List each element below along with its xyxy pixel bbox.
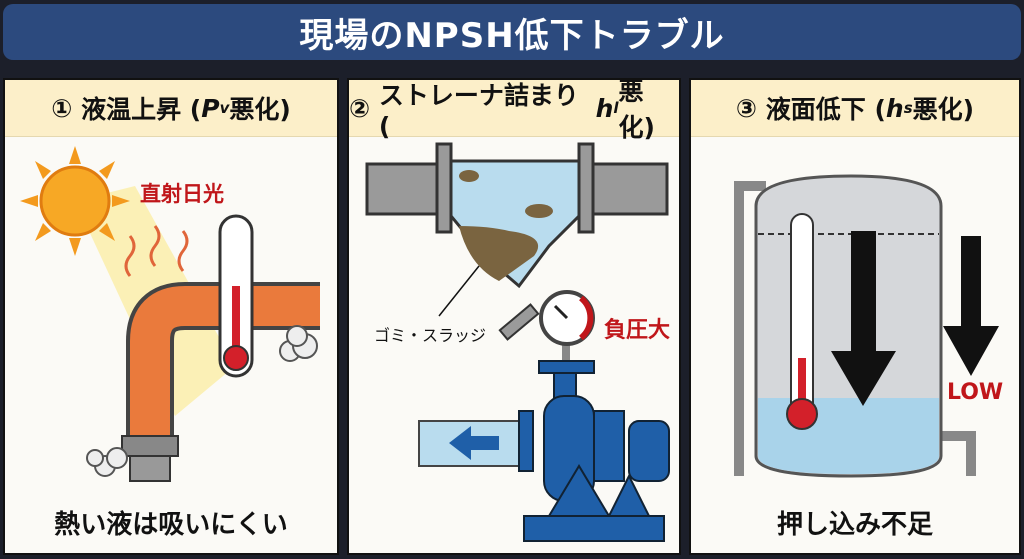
- strainer: [365, 142, 669, 341]
- strainer-pump-illustration: [365, 142, 670, 542]
- flow-arrow-icon: [449, 426, 499, 460]
- level-down-arrow-icon: [831, 231, 896, 406]
- negative-pressure-label: 負圧大: [604, 318, 671, 343]
- sun-icon: [20, 146, 130, 256]
- symbol: P: [201, 93, 220, 123]
- heat-waves: [124, 225, 189, 277]
- pump-icon: [418, 360, 670, 542]
- panel-number: ①: [51, 93, 73, 123]
- panel-caption: 押し込み不足: [776, 510, 933, 540]
- heading-text: ストレーナ詰まり (: [378, 80, 579, 141]
- sunlight-label: 直射日光: [140, 182, 224, 206]
- heading-tail: 悪化): [912, 95, 975, 124]
- outlet-pipe: [941, 431, 976, 476]
- pipe-flange: [121, 435, 179, 457]
- heading-tail: 悪化): [618, 77, 655, 142]
- thermometer-icon: [786, 213, 818, 430]
- tank: [754, 174, 943, 478]
- symbol-subscript: s: [903, 99, 913, 117]
- low-arrow-icon: [943, 236, 999, 376]
- tank-illustration: [734, 174, 999, 478]
- panel-number: ③: [735, 93, 758, 123]
- low-label: LOW: [947, 380, 1004, 405]
- symbol-subscript: v: [219, 99, 230, 117]
- symbol: h: [885, 93, 904, 123]
- hot-pipe: [130, 286, 320, 441]
- pressure-gauge-icon: [539, 290, 595, 366]
- heading-tail: 悪化): [229, 95, 291, 124]
- panel-number: ②: [349, 93, 371, 123]
- hot-pipe-illustration: [20, 146, 320, 482]
- inlet-pipe: [734, 181, 766, 476]
- debris-label: ゴミ・スラッジ: [374, 326, 487, 345]
- symbol: h: [595, 93, 614, 123]
- steam-cloud-icon: [86, 325, 318, 477]
- heading-text: 液温上昇 (: [81, 95, 202, 124]
- page-title: 現場のNPSH低下トラブル: [3, 4, 1021, 60]
- heading-text: 液面低下 (: [765, 95, 886, 124]
- panel-caption: 熱い液は吸いにくい: [54, 510, 288, 540]
- thermometer-icon: [218, 214, 254, 378]
- symbol-subscript: l: [613, 99, 619, 117]
